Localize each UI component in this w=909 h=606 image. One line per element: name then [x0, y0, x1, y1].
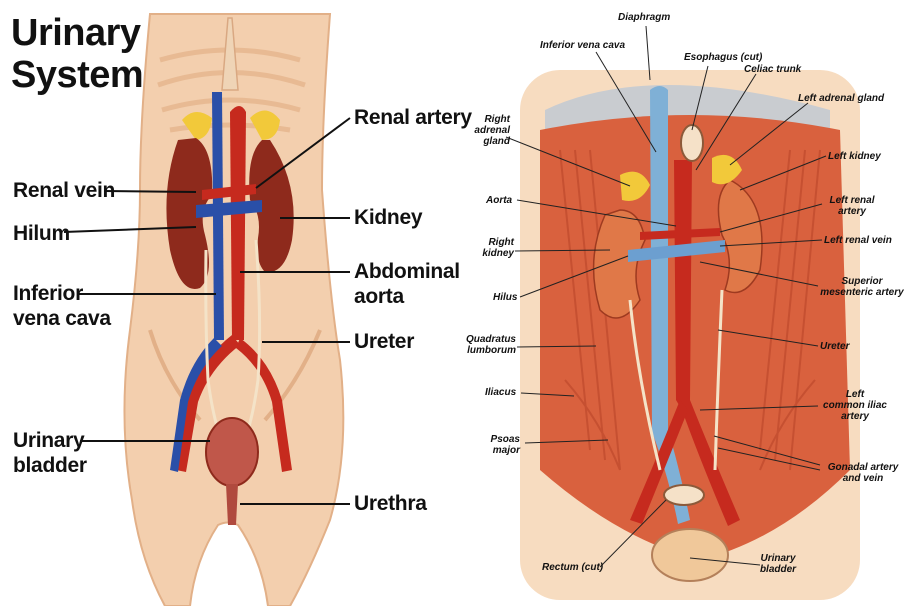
label-urinary-bladder-r-1: Urinary	[752, 553, 804, 564]
label-abdominal-aorta-2: aorta	[354, 285, 404, 309]
label-left-common-iliac-2: common iliac	[818, 400, 892, 411]
label-right-adrenal-3: gland	[470, 136, 510, 147]
label-urinary-bladder-r-2: bladder	[752, 564, 804, 575]
right-body	[520, 70, 860, 600]
esophagus-cut	[681, 125, 703, 161]
urethra-shape	[226, 484, 238, 525]
label-urinary-bladder-1: Urinary	[13, 429, 84, 453]
label-psoas-1: Psoas	[470, 434, 520, 445]
label-right-kidney-1: Right	[470, 237, 514, 248]
label-rectum: Rectum (cut)	[542, 562, 603, 573]
label-left-common-iliac-1: Left	[818, 389, 892, 400]
label-quadratus-2: lumborum	[462, 345, 516, 356]
label-quadratus-1: Quadratus	[462, 334, 516, 345]
figure-title-line-1: Urinary	[11, 14, 141, 53]
label-left-kidney: Left kidney	[828, 151, 881, 162]
label-psoas-2: major	[470, 445, 520, 456]
label-right-adrenal-1: Right	[470, 114, 510, 125]
label-superior-mesenteric-2: mesenteric artery	[818, 287, 906, 298]
label-esophagus: Esophagus (cut)	[684, 52, 762, 63]
label-hilum: Hilum	[13, 222, 70, 246]
label-gonadal-2: and vein	[820, 473, 906, 484]
bladder-right	[652, 529, 728, 581]
label-left-common-iliac-3: artery	[818, 411, 892, 422]
label-right-kidney-2: kidney	[470, 248, 514, 259]
label-iliacus: Iliacus	[485, 387, 516, 398]
label-renal-artery: Renal artery	[354, 106, 472, 130]
label-left-adrenal-gland: Left adrenal gland	[798, 93, 884, 104]
label-inferior-vena-cava-2: vena cava	[13, 307, 111, 331]
label-urinary-bladder-2: bladder	[13, 454, 87, 478]
label-left-renal-artery-1: Left renal	[824, 195, 880, 206]
label-urethra: Urethra	[354, 492, 427, 516]
label-right-adrenal-2: adrenal	[470, 125, 510, 136]
label-left-renal-vein: Left renal vein	[824, 235, 892, 246]
label-renal-vein: Renal vein	[13, 179, 115, 203]
label-inferior-vena-cava-r: Inferior vena cava	[540, 40, 625, 51]
label-diaphragm: Diaphragm	[618, 12, 670, 23]
label-superior-mesenteric-1: Superior	[818, 276, 906, 287]
label-inferior-vena-cava-1: Inferior	[13, 282, 83, 306]
right-kidney-shape	[594, 210, 645, 318]
label-aorta: Aorta	[486, 195, 512, 206]
label-celiac-trunk: Celiac trunk	[744, 64, 801, 75]
label-hilus: Hilus	[493, 292, 517, 303]
label-gonadal-1: Gonadal artery	[820, 462, 906, 473]
rectum-cut	[664, 485, 704, 505]
label-abdominal-aorta-1: Abdominal	[354, 260, 460, 284]
label-left-renal-artery-2: artery	[824, 206, 880, 217]
label-ureter-r: Ureter	[820, 341, 849, 352]
bladder-shape	[206, 418, 258, 486]
label-kidney: Kidney	[354, 206, 422, 230]
figure-title-line-2: System	[11, 56, 143, 95]
label-ureter: Ureter	[354, 330, 414, 354]
aorta-red	[230, 106, 246, 340]
